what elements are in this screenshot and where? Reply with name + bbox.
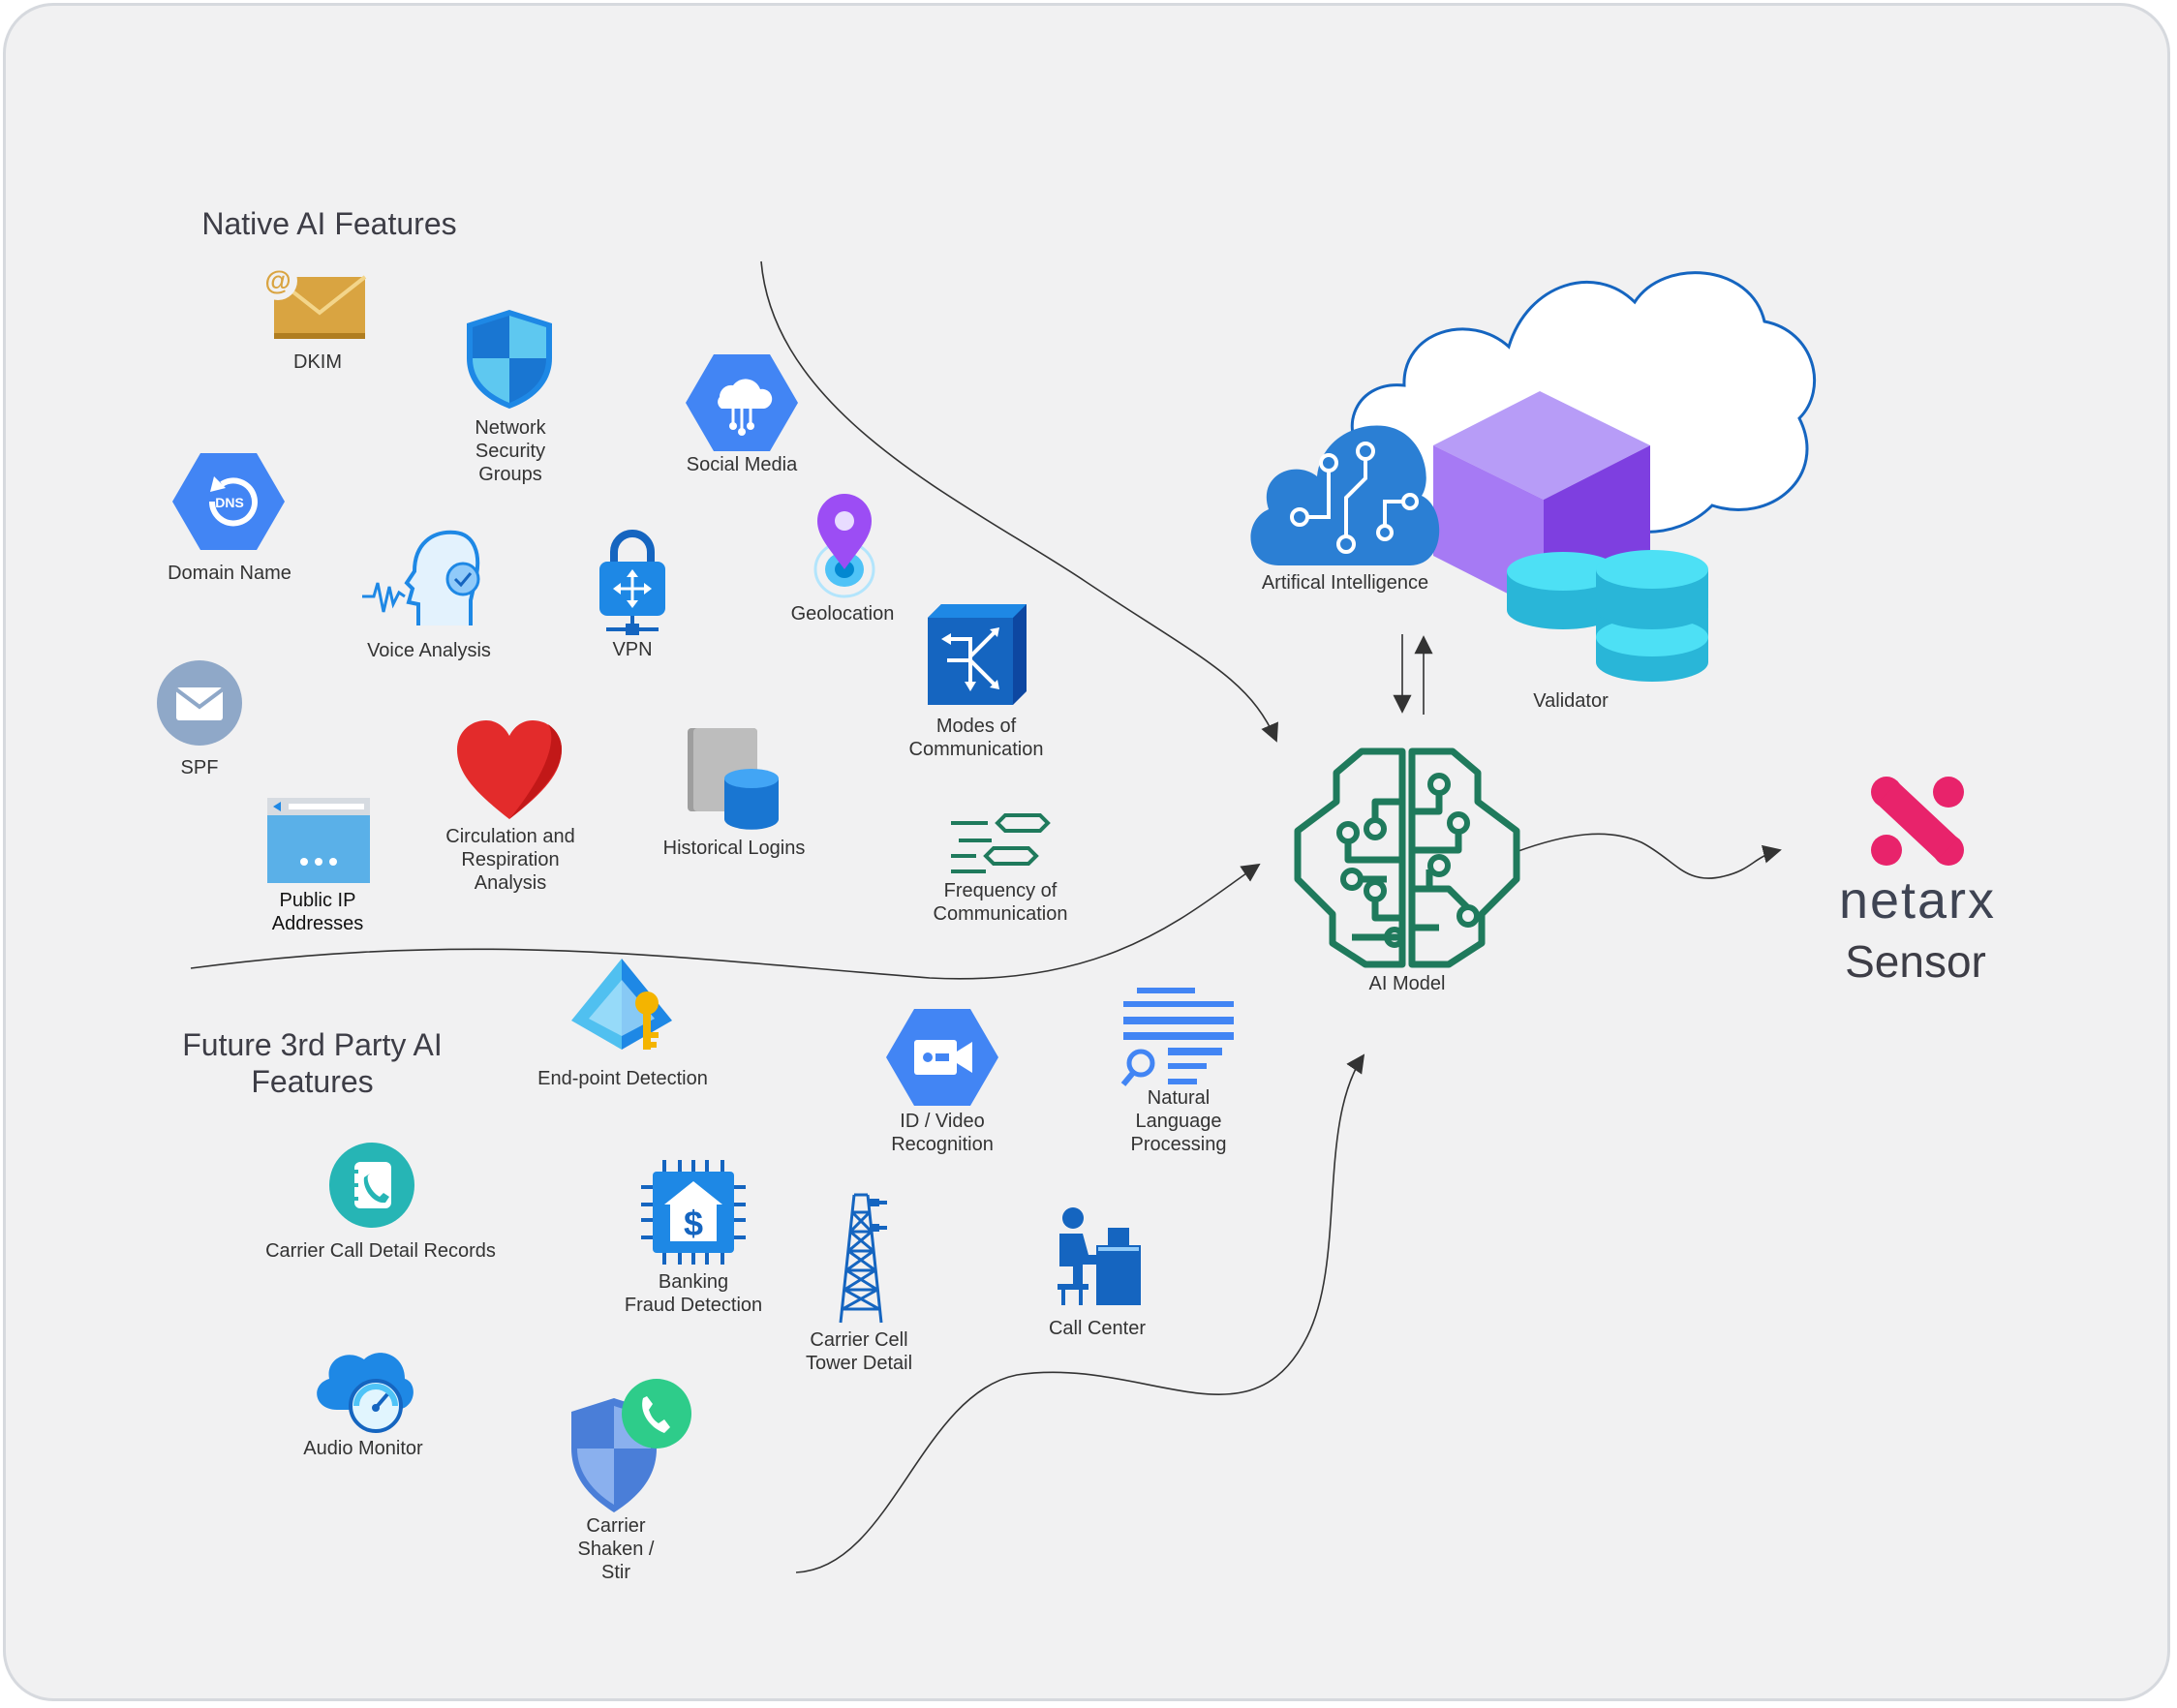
circulation-label: Circulation and Respiration Analysis xyxy=(445,826,575,894)
native-lower-curve xyxy=(190,863,1261,980)
banking-chip-icon: $ xyxy=(641,1160,746,1265)
call-center-icon xyxy=(1058,1207,1141,1305)
dkim-label: DKIM xyxy=(293,351,342,373)
svg-text:DNS: DNS xyxy=(215,495,244,510)
voice-analysis-label: Voice Analysis xyxy=(367,640,491,661)
social-cloud-hex-icon xyxy=(686,354,798,451)
id-video-label: ID / Video Recognition xyxy=(891,1111,994,1155)
frequency-label: Frequency of Communication xyxy=(933,880,1068,925)
social-media-label: Social Media xyxy=(686,454,798,475)
sensor-label: Sensor xyxy=(1845,936,1986,987)
future-heading: Future 3rd Party AI Features xyxy=(182,1027,443,1099)
nlp-icon xyxy=(1120,988,1234,1086)
future-curve xyxy=(795,1053,1365,1573)
modes-label: Modes of Communication xyxy=(908,716,1044,760)
call-center-label: Call Center xyxy=(1048,1318,1147,1339)
endpoint-pyramid-icon xyxy=(571,959,672,1050)
shaken-stir-label: Carrier Shaken / Stir xyxy=(577,1515,655,1583)
dns-hex-icon: DNS xyxy=(172,453,285,550)
brand-wordmark: netarx xyxy=(1838,871,1997,930)
audio-monitor-label: Audio Monitor xyxy=(303,1438,423,1459)
ai-label: Artifical Intelligence xyxy=(1261,572,1429,594)
banking-label: Banking Fraud Detection xyxy=(624,1271,763,1316)
public-ip-browser-icon xyxy=(267,798,370,883)
ai-cloud-icon xyxy=(1250,425,1440,565)
geolocation-pin-icon xyxy=(813,494,875,598)
spf-mail-icon xyxy=(157,660,242,746)
native-upper-curve xyxy=(760,260,1278,743)
shaken-stir-icon xyxy=(571,1379,691,1512)
call-records-icon xyxy=(329,1143,414,1228)
voice-head-icon xyxy=(362,530,480,625)
nlp-label: Natural Language Processing xyxy=(1130,1087,1227,1155)
public-ip-label: Public IP Addresses xyxy=(271,890,364,934)
ai-model-brain-icon xyxy=(1294,747,1520,968)
nsg-label: Network Security Groups xyxy=(475,417,546,485)
validator-database-icon xyxy=(1507,550,1708,682)
historical-logins-icon xyxy=(688,728,779,830)
ai-model-label: AI Model xyxy=(1368,973,1446,994)
email-at-icon: @ xyxy=(259,261,367,339)
shield-icon xyxy=(467,310,552,409)
output-curve xyxy=(1515,833,1782,879)
cell-tower-icon xyxy=(839,1193,887,1324)
audio-monitor-icon xyxy=(317,1353,414,1433)
endpoint-label: End-point Detection xyxy=(537,1068,708,1089)
modes-communication-icon xyxy=(928,604,1027,705)
validator-label: Validator xyxy=(1533,690,1609,712)
vpn-lock-icon xyxy=(599,530,665,635)
cdr-label: Carrier Call Detail Records xyxy=(265,1240,496,1262)
cell-tower-label: Carrier Cell Tower Detail xyxy=(805,1329,913,1374)
native-heading: Native AI Features xyxy=(201,206,457,241)
heart-icon xyxy=(457,720,562,819)
vpn-label: VPN xyxy=(612,639,653,660)
spf-label: SPF xyxy=(180,757,219,778)
historical-logins-label: Historical Logins xyxy=(662,838,806,859)
domain-name-label: Domain Name xyxy=(168,563,291,584)
netarx-logo-icon xyxy=(1871,777,1964,866)
svg-text:$: $ xyxy=(684,1204,703,1243)
svg-text:@: @ xyxy=(264,265,291,295)
geolocation-label: Geolocation xyxy=(790,603,895,625)
frequency-icon xyxy=(951,813,1051,873)
video-recognition-hex-icon xyxy=(886,1009,998,1106)
